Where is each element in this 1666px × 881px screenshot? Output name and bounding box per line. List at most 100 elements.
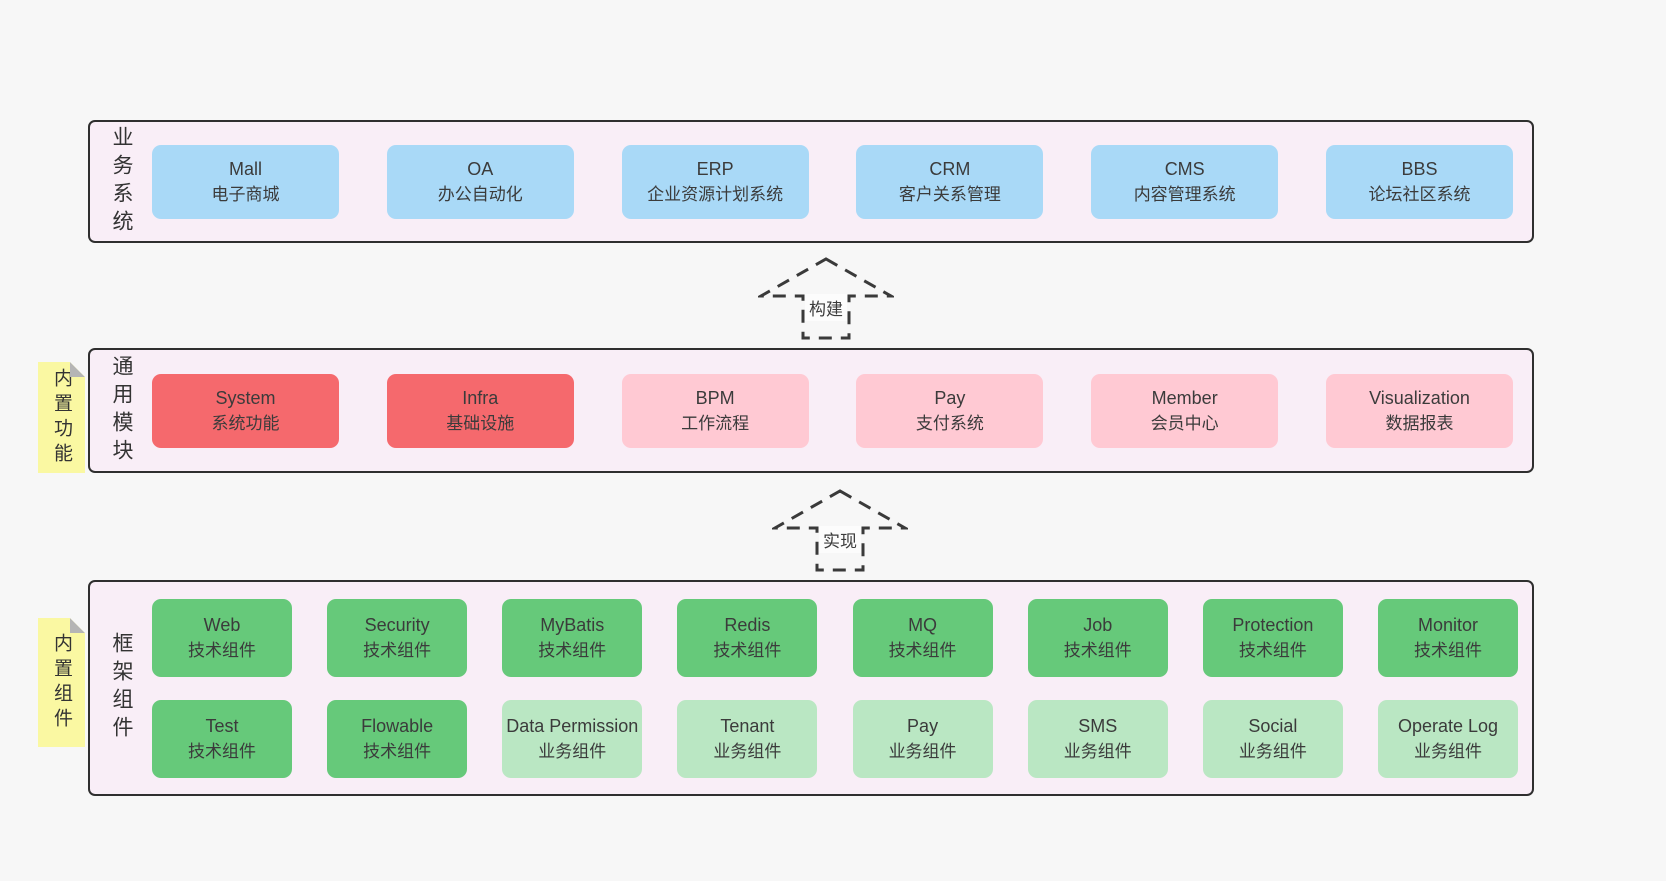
box-title: Tenant [720,715,775,736]
framework-components-label: 框架组件 [110,632,133,744]
box-title: Operate Log [1397,715,1499,736]
box-subtitle: 论坛社区系统 [1368,184,1471,204]
box-subtitle: 技术组件 [1063,640,1132,660]
box-title: Protection [1232,614,1314,635]
box-subtitle: 技术组件 [713,640,782,660]
business-systems-box-oa: OA 办公自动化 [386,144,574,219]
box-subtitle: 客户关系管理 [898,184,1001,204]
box-title: OA [467,158,494,179]
framework-components-box-redis: Redis 技术组件 [677,598,818,677]
framework-components-band: 框架组件 Web 技术组件 Security 技术组件 MyBatis 技术组件 Redis 技… [88,580,1534,796]
box-title: CMS [1164,158,1205,179]
up-arrow-icon [772,489,908,572]
framework-components-sticky-note: 内置组件 [38,618,85,747]
business-systems-box-crm: CRM 客户关系管理 [856,144,1044,219]
box-subtitle: 企业资源计划系统 [647,184,784,204]
build-arrow: 构建 [758,256,894,342]
implement-arrow-label: 实现 [819,526,861,553]
box-title: Mall [228,158,262,179]
framework-components-label-zone: 框架组件 [90,582,152,794]
framework-components-box-mq: MQ 技术组件 [852,598,993,677]
framework-components-box-protection: Protection 技术组件 [1202,598,1343,677]
box-subtitle: 支付系统 [915,413,984,433]
common-modules-box-bpm: BPM 工作流程 [621,373,809,448]
box-title: Test [205,715,239,736]
box-title: MyBatis [540,614,605,635]
framework-components-box-data-permission: Data Permission 业务组件 [502,699,643,778]
framework-components-box-security: Security 技术组件 [327,598,468,677]
common-modules-sticky-label: 内置功能 [51,367,72,468]
framework-components-box-sms: SMS 业务组件 [1027,699,1168,778]
box-title: ERP [696,158,734,179]
box-subtitle: 业务组件 [888,741,957,761]
box-title: CRM [929,158,971,179]
box-subtitle: 技术组件 [363,640,432,660]
box-subtitle: 工作流程 [681,413,750,433]
common-modules-label: 通用模块 [110,354,133,467]
box-subtitle: 业务组件 [1413,741,1482,761]
box-title: BPM [695,387,735,408]
box-title: Security [364,614,430,635]
common-modules-box-pay: Pay 支付系统 [856,373,1044,448]
framework-components-box-test: Test 技术组件 [152,699,292,778]
box-title: Member [1151,387,1218,408]
box-subtitle: 技术组件 [1413,640,1482,660]
box-title: Social [1248,715,1298,736]
box-subtitle: 业务组件 [1063,741,1132,761]
box-title: SMS [1078,715,1118,736]
box-subtitle: 业务组件 [1238,741,1307,761]
business-systems-box-mall: Mall 电子商城 [152,144,339,219]
box-subtitle: 业务组件 [538,741,607,761]
box-subtitle: 技术组件 [538,640,607,660]
up-arrow-icon [758,257,894,340]
box-title: MQ [908,614,938,635]
framework-components-box-flowable: Flowable 技术组件 [327,699,468,778]
business-systems-label-zone: 业务系统 [90,122,152,241]
box-subtitle: 技术组件 [363,741,432,761]
implement-arrow: 实现 [772,488,908,574]
box-subtitle: 电子商城 [211,184,280,204]
box-subtitle: 办公自动化 [437,184,523,204]
box-title: Monitor [1417,614,1478,635]
framework-components-box-social: Social 业务组件 [1202,699,1343,778]
box-title: Pay [934,387,966,408]
framework-components-box-web: Web 技术组件 [152,598,292,677]
framework-components-box-operate-log: Operate Log 业务组件 [1377,699,1518,778]
box-subtitle: 基础设施 [446,413,515,433]
common-modules-box-visualization: Visualization 数据报表 [1325,373,1513,448]
framework-components-sticky-label: 内置组件 [51,632,72,733]
box-title: BBS [1401,158,1438,179]
box-subtitle: 业务组件 [713,741,782,761]
box-subtitle: 系统功能 [211,413,280,433]
box-title: Visualization [1369,387,1470,408]
box-title: Redis [724,614,771,635]
common-modules-sticky-note: 内置功能 [38,362,85,473]
box-subtitle: 技术组件 [188,640,256,660]
box-subtitle: 数据报表 [1385,413,1454,433]
framework-components-box-tenant: Tenant 业务组件 [677,699,818,778]
box-title: System [215,387,276,408]
framework-components-box-mybatis: MyBatis 技术组件 [502,598,643,677]
business-systems-box-erp: ERP 企业资源计划系统 [621,144,809,219]
common-modules-label-zone: 通用模块 [90,350,152,471]
box-title: Web [203,614,241,635]
box-title: Data Permission [506,715,639,736]
business-systems-label: 业务系统 [110,125,133,238]
box-subtitle: 技术组件 [188,741,256,761]
box-subtitle: 技术组件 [888,640,957,660]
box-title: Pay [907,715,939,736]
box-title: Flowable [361,715,434,736]
framework-components-box-monitor: Monitor 技术组件 [1377,598,1518,677]
box-subtitle: 技术组件 [1238,640,1307,660]
common-modules-box-system: System 系统功能 [152,373,339,448]
